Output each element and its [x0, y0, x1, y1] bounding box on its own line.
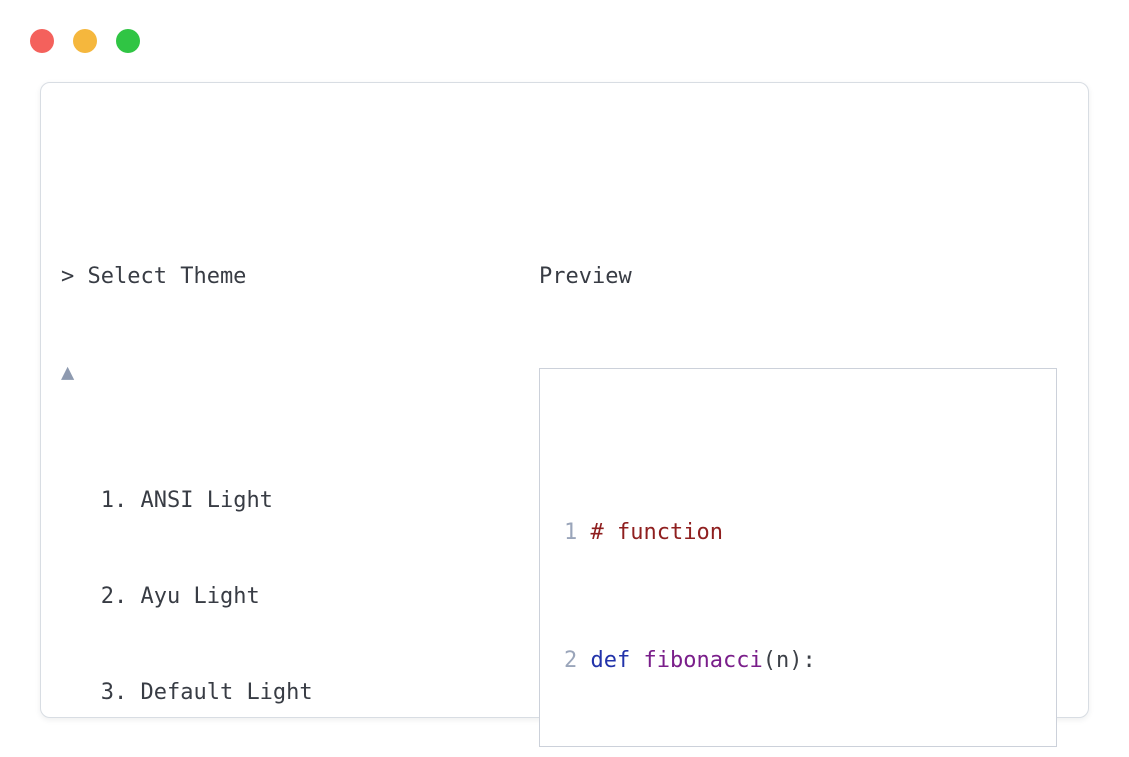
code-line: 2 def fibonacci(n):: [556, 645, 824, 677]
theme-option-ansi-light[interactable]: 1. ANSI Light: [61, 485, 539, 517]
selection-bullet-icon: [61, 488, 88, 513]
select-theme-prompt: > Select Theme: [61, 264, 247, 289]
preview-pane: Preview 1 # function 2 def fibonacci(n):…: [539, 197, 1057, 757]
selection-bullet-icon: [61, 584, 88, 609]
dialog-columns: > Select Theme ▲ 1. ANSI Light 2. Ayu Li…: [61, 197, 1068, 757]
theme-option-label: 1. ANSI Light: [87, 488, 273, 513]
code-token: # function: [590, 520, 723, 545]
code-token: def: [590, 648, 631, 673]
preview-title: Preview: [539, 264, 632, 289]
minimize-button[interactable]: [73, 29, 97, 53]
theme-picker-dialog: > Select Theme ▲ 1. ANSI Light 2. Ayu Li…: [40, 82, 1089, 747]
close-button[interactable]: [30, 29, 54, 53]
scroll-up-arrow-icon[interactable]: ▲: [61, 360, 75, 385]
theme-option-default-light[interactable]: 3. Default Light: [61, 677, 539, 709]
line-number: 1: [564, 520, 578, 545]
selection-bullet-icon: [61, 680, 88, 705]
code-token: [630, 648, 643, 673]
code-token: fibonacci: [643, 648, 763, 673]
line-number: 2: [564, 648, 578, 673]
theme-list: > Select Theme ▲ 1. ANSI Light 2. Ayu Li…: [61, 197, 539, 757]
code-token: (n):: [762, 648, 816, 673]
theme-option-ayu-light[interactable]: 2. Ayu Light: [61, 581, 539, 613]
theme-option-label: 2. Ayu Light: [87, 584, 260, 609]
code-line: 1 # function: [556, 517, 731, 549]
theme-option-label: 3. Default Light: [87, 680, 313, 705]
window-traffic-lights: [30, 29, 140, 53]
maximize-button[interactable]: [116, 29, 140, 53]
theme-preview-box: 1 # function 2 def fibonacci(n): 3 a, b …: [539, 368, 1057, 747]
